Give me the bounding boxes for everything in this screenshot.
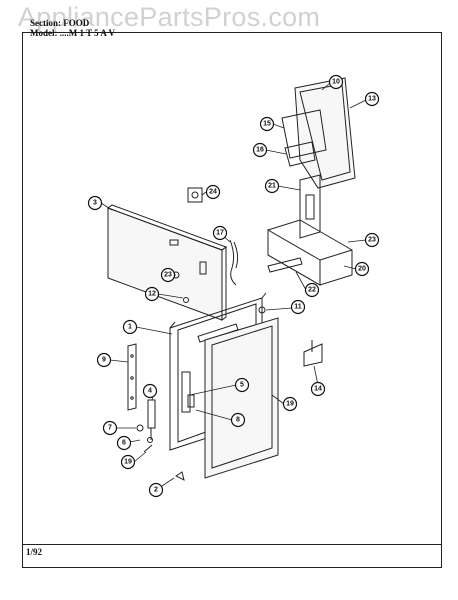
terminal-strip-part: [267, 257, 303, 273]
svg-text:1: 1: [128, 324, 132, 331]
callout-5: 5: [234, 377, 250, 393]
callout-4: 4: [142, 383, 158, 399]
callout-19-door: 19: [282, 396, 298, 412]
svg-text:19: 19: [286, 401, 294, 408]
model-label: Model: ....M 1 T 5 A V: [30, 28, 116, 38]
svg-text:20: 20: [358, 266, 366, 273]
callout-14: 14: [310, 381, 326, 397]
callout-21: 21: [264, 178, 280, 194]
svg-text:13: 13: [368, 96, 376, 103]
callout-1: 1: [122, 319, 138, 335]
svg-text:11: 11: [294, 304, 302, 311]
svg-text:19: 19: [124, 459, 132, 466]
door-glass-part: [204, 317, 279, 479]
callout-17: 17: [212, 225, 228, 241]
callout-12: 12: [144, 286, 160, 302]
callout-11: 11: [290, 299, 306, 315]
diagram-frame: [22, 32, 442, 568]
callout-23-panel: 23: [160, 267, 176, 283]
footer-divider: [22, 544, 442, 545]
callout-19-screw: 19: [120, 454, 136, 470]
svg-text:3: 3: [93, 200, 97, 207]
callout-24: 24: [205, 184, 221, 200]
callout-22: 22: [304, 282, 320, 298]
callout-23-housing: 23: [364, 232, 380, 248]
latch-bracket-part: [303, 340, 323, 367]
watermark: AppliancePartsPros.com: [18, 2, 321, 32]
svg-text:2: 2: [154, 487, 158, 494]
svg-text:6: 6: [122, 440, 126, 447]
callout-8: 8: [230, 412, 246, 428]
svg-text:15: 15: [263, 121, 271, 128]
svg-text:16: 16: [256, 147, 264, 154]
svg-text:8: 8: [236, 417, 240, 424]
svg-text:23: 23: [164, 272, 172, 279]
section-label: Section: FOOD: [30, 18, 90, 28]
latch-part: [147, 399, 156, 440]
callout-3: 3: [87, 195, 103, 211]
svg-text:22: 22: [308, 287, 316, 294]
callout-7: 7: [102, 420, 118, 436]
callout-16: 16: [252, 142, 268, 158]
callout-20: 20: [354, 261, 370, 277]
svg-text:24: 24: [209, 189, 217, 196]
wire-harness-part: [229, 239, 239, 286]
leader-lines: [100, 82, 367, 487]
callout-15: 15: [259, 116, 275, 132]
svg-text:21: 21: [268, 183, 276, 190]
small-hardware: [136, 271, 266, 481]
svg-text:23: 23: [368, 237, 376, 244]
callout-13: 13: [364, 91, 380, 107]
svg-text:12: 12: [148, 291, 156, 298]
svg-text:5: 5: [240, 382, 244, 389]
callout-2: 2: [148, 482, 164, 498]
svg-text:9: 9: [102, 357, 106, 364]
back-panel-part: [106, 204, 228, 321]
callout-10: 10: [328, 74, 344, 90]
revision-date: 1/92: [26, 547, 43, 557]
callout-6: 6: [116, 435, 132, 451]
hinge-strip-part: [127, 343, 137, 411]
control-housing-part: [267, 219, 353, 286]
upper-housing-part: [281, 77, 356, 189]
svg-text:14: 14: [314, 386, 322, 393]
callout-9: 9: [96, 352, 112, 368]
svg-text:10: 10: [332, 79, 340, 86]
clip-part: [187, 187, 203, 203]
svg-text:4: 4: [148, 388, 152, 395]
svg-text:7: 7: [108, 425, 112, 432]
svg-text:17: 17: [216, 230, 224, 237]
